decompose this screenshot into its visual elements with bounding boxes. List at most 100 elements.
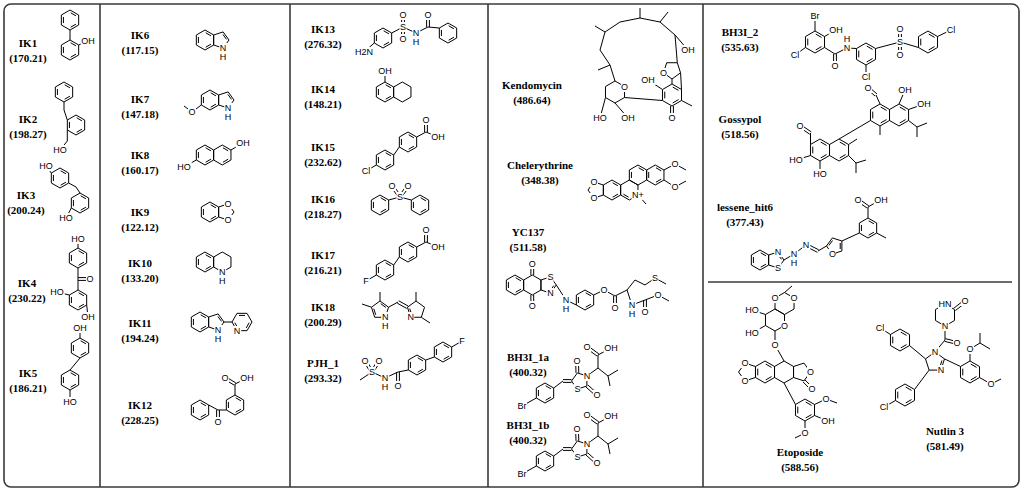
atom-label: HO xyxy=(745,328,760,338)
atom-label: HO xyxy=(593,113,608,123)
bond-line xyxy=(416,292,417,301)
molecular-weight: (170.21) xyxy=(9,51,47,66)
compound-name: BH3I_1b xyxy=(507,418,550,433)
compound-name: lessene_hit6 xyxy=(717,200,773,215)
compound-entry: IK6(117.15) xyxy=(122,28,159,58)
bond-line xyxy=(554,449,563,456)
bond-line xyxy=(206,33,211,36)
bond-line xyxy=(849,139,857,145)
bond-line xyxy=(603,180,620,200)
atom-label: O xyxy=(583,410,591,420)
bond-line xyxy=(840,142,846,145)
bond-line xyxy=(193,319,194,325)
atom-label: N xyxy=(583,371,591,381)
bond-line xyxy=(69,122,70,128)
atom-label: HO xyxy=(53,145,68,155)
bond-line xyxy=(757,369,758,376)
bond-line xyxy=(869,221,874,224)
bond-line xyxy=(784,383,795,405)
molecular-weight: (198.27) xyxy=(9,127,47,142)
bond-line xyxy=(196,30,213,50)
bond-line xyxy=(842,233,859,241)
atom-label: O xyxy=(404,181,412,191)
bond-line xyxy=(394,147,400,155)
atom-label: F xyxy=(363,276,370,286)
atom-label: N xyxy=(774,247,782,257)
bond-line xyxy=(371,195,388,215)
atom-label: O xyxy=(854,195,862,205)
bond-line xyxy=(890,329,909,351)
atom-label: H xyxy=(412,37,420,47)
atom-label: Cl xyxy=(875,323,885,333)
atom-label: HO xyxy=(39,161,54,171)
molecular-weight: (588.56) xyxy=(777,460,823,475)
bond-line xyxy=(785,286,793,293)
atom-label: N xyxy=(937,365,945,375)
atom-label: N xyxy=(547,288,555,298)
bond-line xyxy=(201,403,206,406)
bond-line xyxy=(506,275,523,295)
compound-name: IK16 xyxy=(304,192,342,207)
atom-label: O xyxy=(654,290,662,300)
atom-label: HO xyxy=(59,213,74,223)
bond-line xyxy=(374,28,391,48)
atom-label: N xyxy=(802,240,810,250)
bond-line xyxy=(381,304,386,308)
bond-line xyxy=(70,30,71,40)
molecular-weight: (186.21) xyxy=(9,381,47,396)
atom-label: OH xyxy=(821,416,836,426)
bond-line xyxy=(67,115,84,135)
bond-line xyxy=(920,39,921,46)
bond-line xyxy=(536,383,553,403)
bond-line xyxy=(61,370,78,390)
atom-label: O xyxy=(573,424,581,434)
bond-line xyxy=(775,361,794,383)
atom-label: OH xyxy=(240,373,255,383)
bond-line xyxy=(53,175,54,181)
compound-name: IK9 xyxy=(121,205,159,220)
bond-line xyxy=(680,73,682,90)
bond-line xyxy=(51,168,68,188)
bond-line xyxy=(214,145,231,165)
atom-label: S xyxy=(368,367,375,377)
bond-line xyxy=(211,216,216,219)
compound-name: Etoposide xyxy=(777,445,823,460)
bond-line xyxy=(598,368,608,376)
compound-name: BH3I_2 xyxy=(721,25,759,40)
atom-label: OH xyxy=(829,25,844,35)
bond-line xyxy=(546,386,551,389)
atom-label: O xyxy=(399,34,407,44)
bond-line xyxy=(807,39,808,46)
bond-line xyxy=(223,34,227,39)
atom-label: Cl xyxy=(361,166,371,176)
bond-line xyxy=(867,46,873,49)
atom-label: O xyxy=(375,356,383,366)
bond-line xyxy=(386,274,391,277)
atom-label: N xyxy=(233,326,241,336)
bond-line xyxy=(917,123,927,127)
atom-label: O xyxy=(741,358,749,368)
bond-line xyxy=(859,218,876,238)
bond-line xyxy=(409,135,414,138)
bond-line xyxy=(858,51,859,58)
atom-label: S xyxy=(651,273,658,283)
bond-line xyxy=(812,147,813,154)
atom-label: S xyxy=(574,452,581,462)
bond-line xyxy=(79,293,84,296)
atom-label: O xyxy=(953,338,961,348)
bond-line xyxy=(840,155,846,158)
bond-line xyxy=(662,84,681,106)
compound-entry: BH3I_1a(400.32) xyxy=(507,350,549,380)
bond-line xyxy=(901,345,907,348)
atom-label: OH xyxy=(604,343,619,353)
bond-line xyxy=(223,159,228,162)
molecular-weight: (200.24) xyxy=(7,203,45,218)
bond-line xyxy=(876,95,880,104)
bond-line xyxy=(960,361,979,383)
bond-line xyxy=(980,343,990,349)
compound-entry: IK10(133.20) xyxy=(121,256,159,286)
bond-line xyxy=(608,376,610,386)
bond-line xyxy=(648,172,649,178)
bond-line xyxy=(906,400,912,403)
atom-label: O xyxy=(188,107,196,117)
